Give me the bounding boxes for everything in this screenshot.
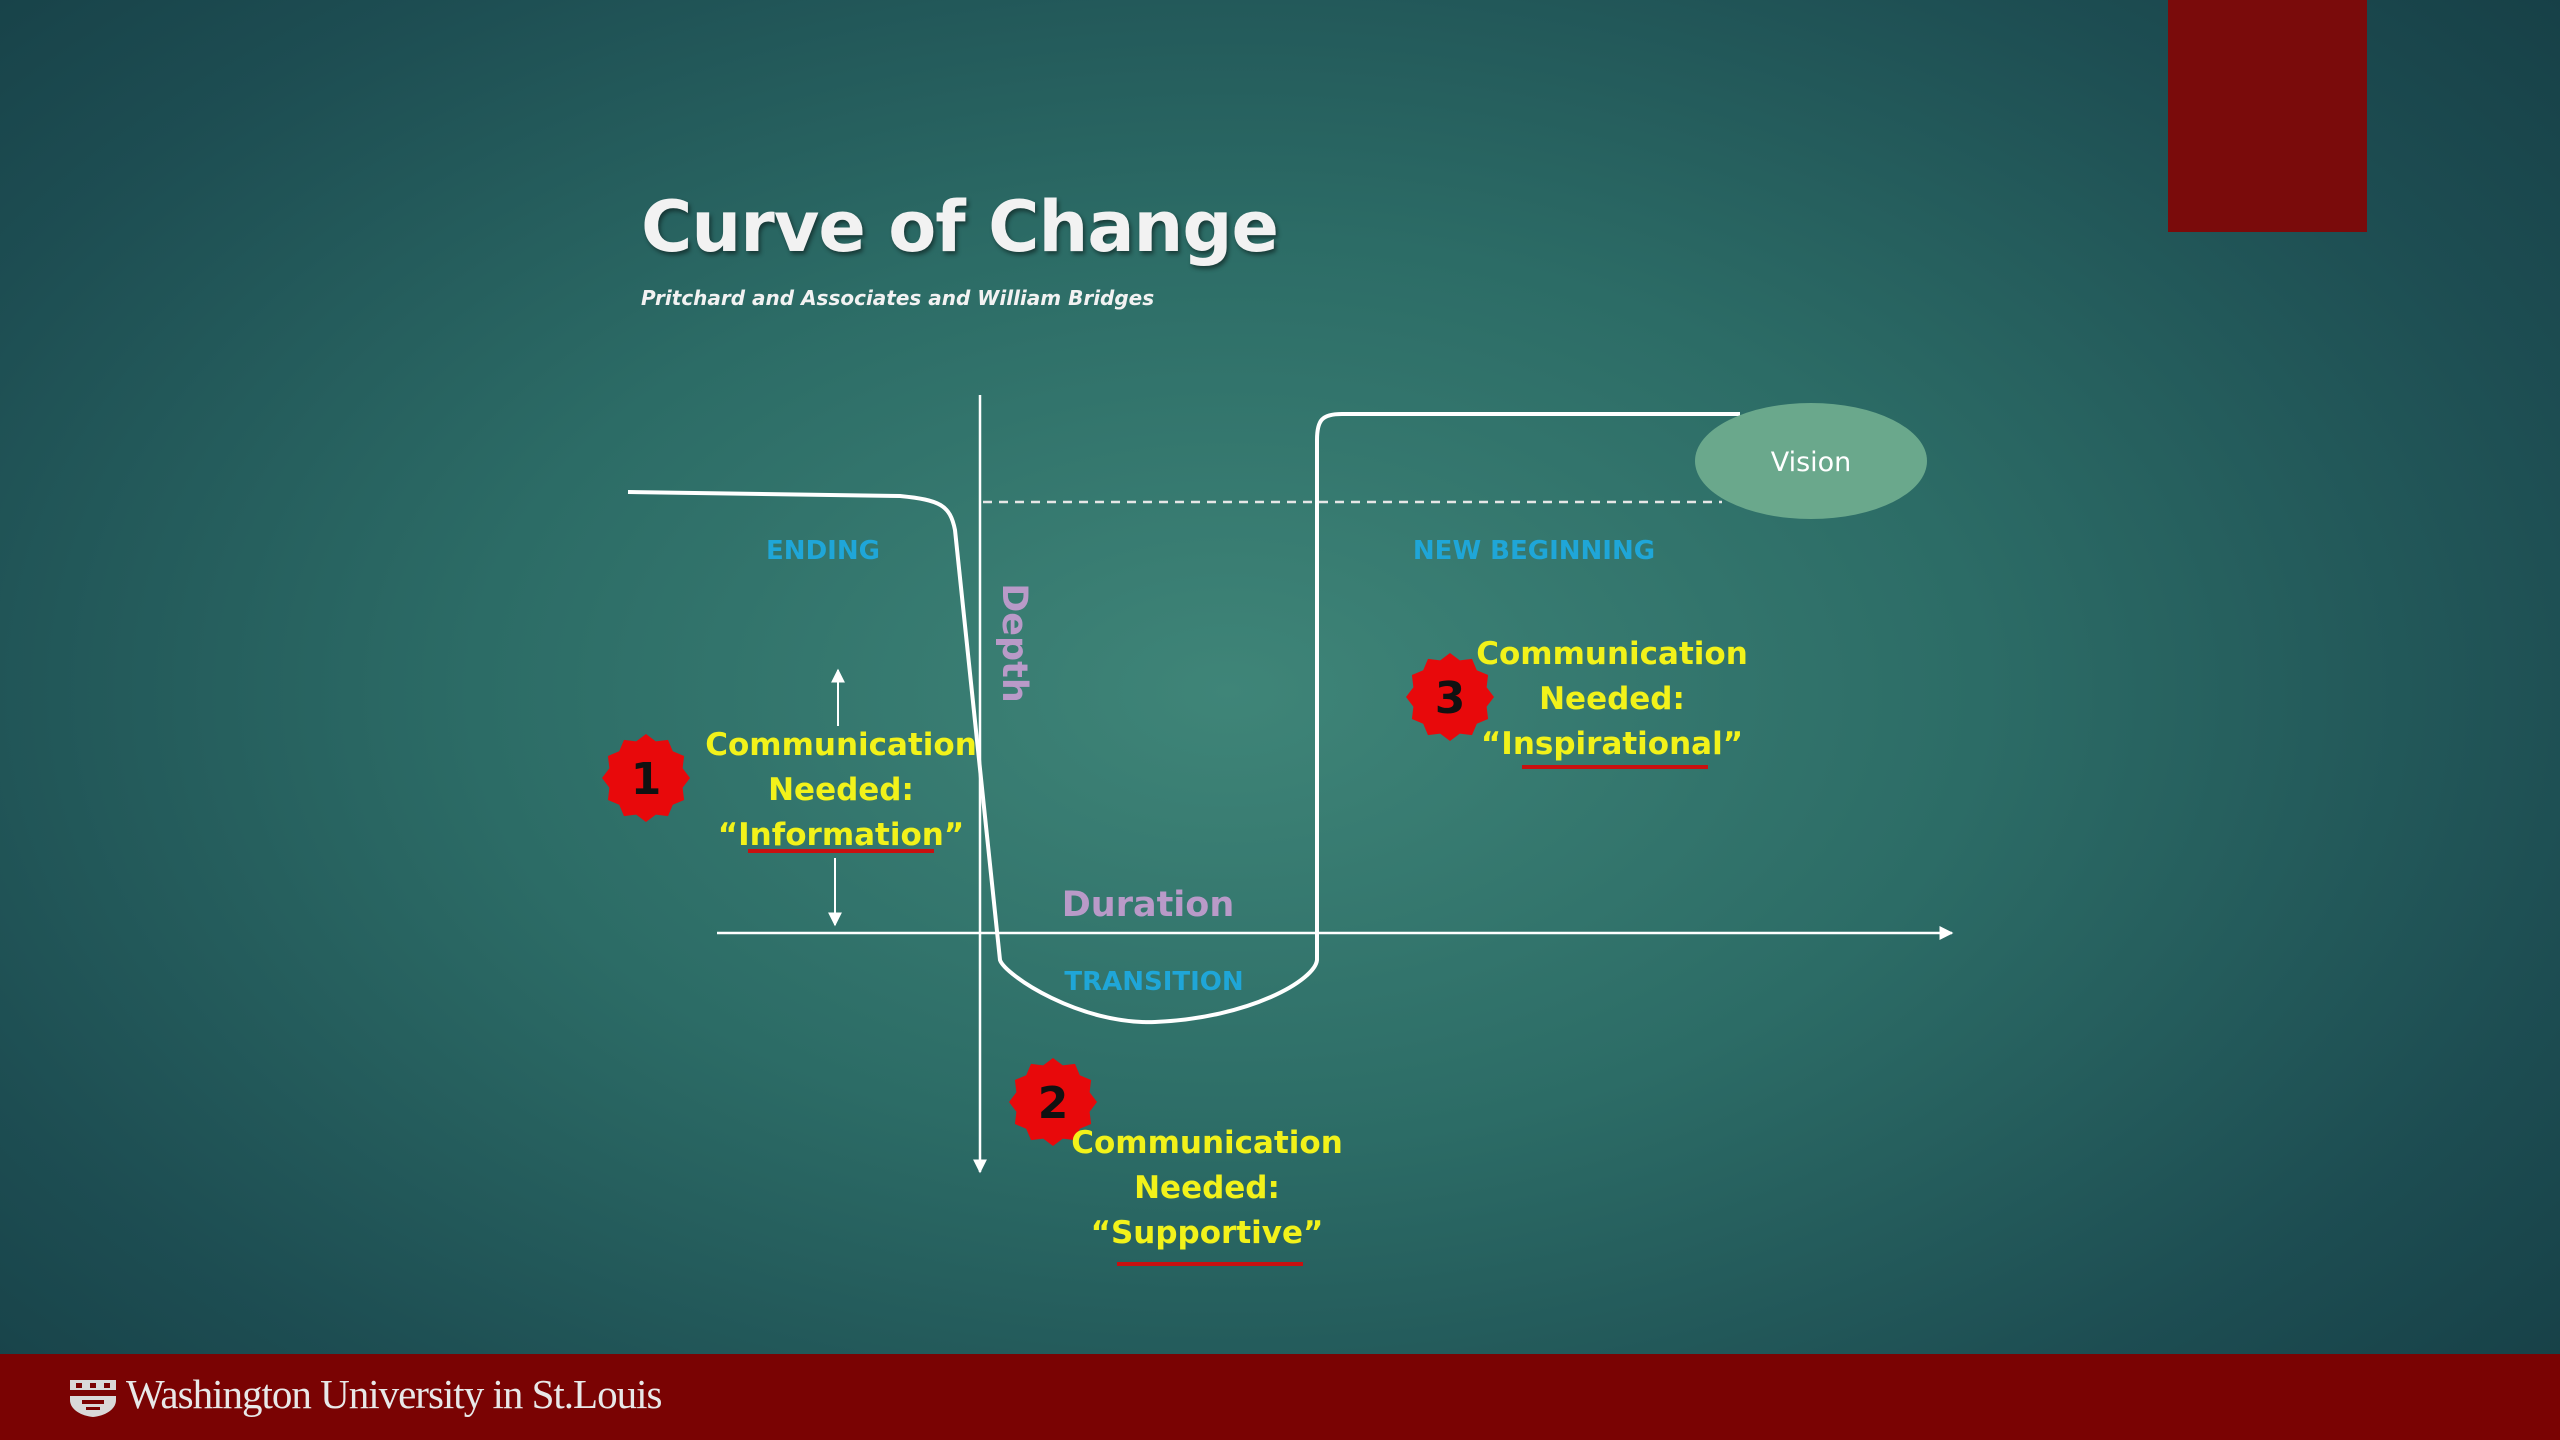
callout-supportive: 2 Communication Needed: “Supportive”: [1009, 1058, 1343, 1266]
axis-label-depth: Depth: [994, 583, 1034, 703]
slide-title: Curve of Change: [641, 186, 1279, 268]
phase-label-ending: ENDING: [766, 536, 880, 566]
footer-bar: Washington University in St.Louis: [0, 1354, 2560, 1440]
badge-3-icon: [1406, 653, 1494, 741]
callout-1-line-3: “Information”: [718, 817, 964, 853]
callout-3-line-2: Needed:: [1539, 681, 1685, 717]
callout-2-line-2: Needed:: [1134, 1170, 1280, 1206]
phase-label-transition: TRANSITION: [1064, 967, 1243, 997]
badge-3-number: 3: [1435, 673, 1466, 724]
callout-information: 1 Communication Needed: “Information”: [602, 727, 977, 853]
curve-of-change-diagram: Vision ENDING NEW BEGINNING TRANSITION D…: [602, 403, 1954, 1266]
badge-2-number: 2: [1038, 1078, 1069, 1129]
footer-institution-name: Washington University in St.Louis: [126, 1371, 662, 1417]
badge-2-icon: [1009, 1058, 1097, 1146]
callout-3-line-3: “Inspirational”: [1481, 726, 1743, 762]
vision-label: Vision: [1771, 447, 1852, 478]
axis-label-duration: Duration: [1062, 885, 1235, 925]
university-shield-icon: [70, 1380, 116, 1417]
badge-1-number: 1: [631, 754, 662, 805]
callout-1-line-2: Needed:: [768, 772, 914, 808]
change-curve: [627, 412, 1740, 1025]
callout-2-line-1: Communication: [1071, 1125, 1343, 1161]
vision-ellipse: [1695, 403, 1927, 519]
slide-subtitle: Pritchard and Associates and William Bri…: [641, 286, 1155, 310]
phase-label-new-beginning: NEW BEGINNING: [1413, 536, 1655, 566]
callout-inspirational: 3 Communication Needed: “Inspirational”: [1406, 636, 1748, 769]
badge-1-icon: [602, 734, 690, 822]
callout-1-line-1: Communication: [705, 727, 977, 763]
callout-3-line-1: Communication: [1476, 636, 1748, 672]
callout-2-line-3: “Supportive”: [1091, 1215, 1324, 1251]
corner-accent-block: [2168, 0, 2367, 232]
